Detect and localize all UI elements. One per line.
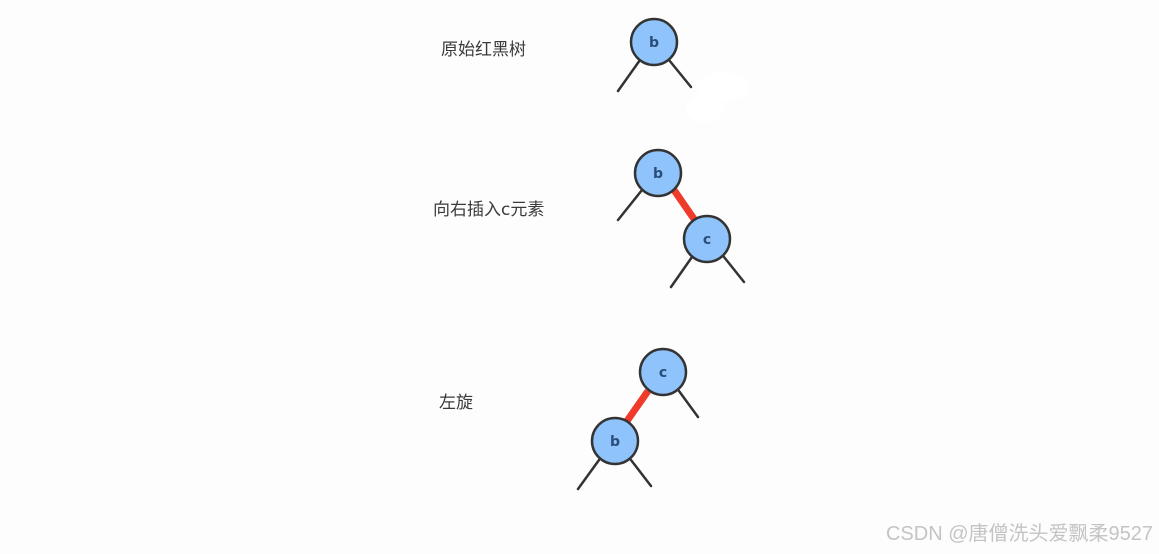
svg-text:b: b <box>610 434 620 450</box>
svg-text:c: c <box>659 365 667 381</box>
tree-step-1: bc <box>616 148 746 289</box>
svg-text:b: b <box>653 166 663 182</box>
smudge <box>686 96 724 122</box>
black-edge <box>669 255 694 289</box>
tree-step-0: b <box>616 17 693 93</box>
tree-node-b: b <box>590 416 640 466</box>
step-label-original-tree: 原始红黑树 <box>441 40 526 60</box>
tree-node-b: b <box>633 148 683 198</box>
tree-node-c: c <box>682 214 732 264</box>
tree-step-2: cb <box>576 347 700 491</box>
black-edge <box>616 188 644 222</box>
step-label-insert-c: 向右插入c元素 <box>433 200 545 220</box>
step-label-left-rotate: 左旋 <box>439 393 473 413</box>
tree-node-b: b <box>629 17 679 67</box>
red-edge <box>671 188 697 221</box>
svg-text:b: b <box>649 35 659 51</box>
csdn-watermark: CSDN @唐僧洗头爱飘柔9527 <box>885 523 1153 545</box>
tree-node-c: c <box>638 347 688 397</box>
black-edge <box>722 255 746 284</box>
red-edge <box>624 388 651 424</box>
black-edge <box>667 58 693 89</box>
black-edge <box>576 458 601 491</box>
black-edge <box>629 458 653 488</box>
black-edge <box>616 58 642 93</box>
black-edge <box>677 389 700 419</box>
svg-text:c: c <box>703 232 711 248</box>
